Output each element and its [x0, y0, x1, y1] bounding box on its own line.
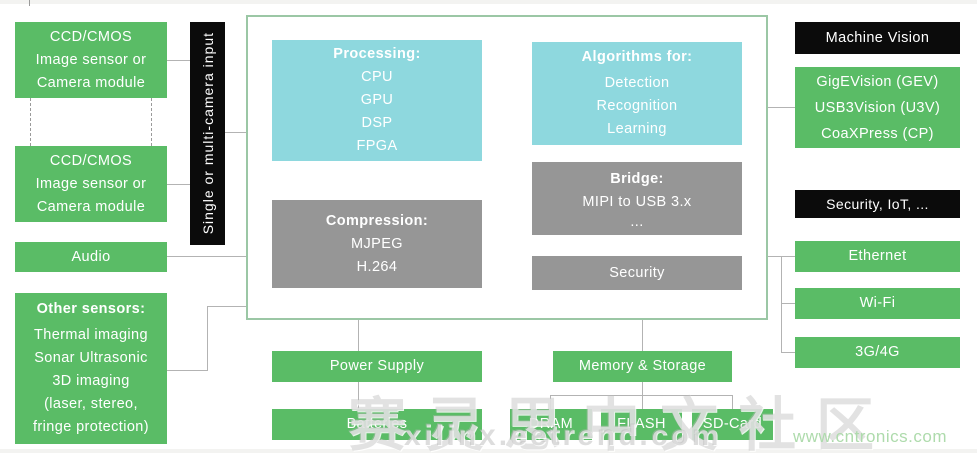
box-text-line: Image sensor or	[35, 51, 147, 68]
box-text-line: Security	[609, 264, 665, 281]
box-text-line: MJPEG	[351, 235, 403, 252]
box-title: Algorithms for:	[581, 49, 693, 65]
box-text-line: GigEVision (GEV)	[816, 73, 939, 90]
box-text-line: DRAM	[528, 416, 574, 432]
box-text-line: H.264	[356, 258, 398, 275]
box-text-line: CCD/CMOS	[49, 152, 133, 169]
box-text-line: FLASH	[617, 416, 666, 432]
power-supply-box: Power Supply	[272, 351, 482, 382]
box-text-line: (laser, stereo,	[44, 396, 138, 412]
dashed-line	[151, 98, 152, 146]
audio-box: Audio	[15, 242, 167, 272]
camera-input-bar-label: Single or multi-camera input	[199, 32, 216, 235]
other-sensors-box: Other sensors: Thermal imaging Sonar Ult…	[15, 293, 167, 444]
box-text-line: Learning	[607, 121, 667, 137]
machine-vision-label: Machine Vision	[795, 22, 960, 54]
connector-line	[781, 352, 795, 353]
connector-line	[550, 395, 551, 409]
box-text-line: SD-Card	[702, 416, 763, 432]
connector-line	[642, 320, 643, 351]
box-text-line: Camera module	[36, 74, 146, 91]
algorithms-box: Algorithms for: Detection Recognition Le…	[532, 42, 742, 145]
3g4g-box: 3G/4G	[795, 337, 960, 368]
box-text-line: Wi-Fi	[859, 295, 896, 311]
box-text-line: GPU	[360, 92, 394, 108]
box-text-line: Thermal imaging	[34, 327, 148, 343]
label-text: Machine Vision	[825, 29, 930, 46]
box-text-line: 3D imaging	[52, 373, 130, 389]
box-text-line: Camera module	[36, 198, 146, 215]
connector-line	[550, 395, 733, 396]
camera-input-bar: Single or multi-camera input	[190, 22, 225, 245]
box-title: Processing:	[333, 46, 421, 62]
box-text-line: Ethernet	[848, 248, 907, 264]
compression-box: Compression: MJPEG H.264	[272, 200, 482, 288]
box-text-line: Audio	[71, 248, 111, 265]
connector-line	[167, 256, 246, 257]
connector-line	[768, 107, 795, 108]
security-box: Security	[532, 256, 742, 290]
box-text-line: ...	[630, 213, 644, 230]
camera-module-box-1: CCD/CMOS Image sensor or Camera module	[15, 22, 167, 98]
connector-line	[207, 306, 246, 307]
connector-line	[167, 370, 207, 371]
camera-module-box-2: CCD/CMOS Image sensor or Camera module	[15, 146, 167, 222]
box-text-line: 3G/4G	[855, 344, 900, 360]
box-text-line: MIPI to USB 3.x	[582, 193, 692, 210]
box-title: Bridge:	[610, 170, 664, 187]
connector-line	[167, 60, 190, 61]
top-edge-strip	[0, 0, 977, 4]
bridge-box: Bridge: MIPI to USB 3.x ...	[532, 162, 742, 235]
box-text-line: Image sensor or	[35, 175, 147, 192]
box-text-line: Batteries	[346, 416, 408, 432]
box-text-line: DSP	[361, 115, 393, 131]
ethernet-box: Ethernet	[795, 241, 960, 272]
memory-storage-box: Memory & Storage	[553, 351, 732, 382]
box-text-line: CoaXPress (CP)	[821, 125, 934, 142]
wifi-box: Wi-Fi	[795, 288, 960, 319]
processing-box: Processing: CPU GPU DSP FPGA	[272, 40, 482, 161]
connector-line	[781, 303, 795, 304]
connector-line	[642, 395, 643, 409]
security-iot-label: Security, IoT, ...	[795, 190, 960, 218]
vision-standards-box: GigEVision (GEV) USB3Vision (U3V) CoaXPr…	[795, 67, 960, 148]
connector-line	[642, 382, 643, 395]
box-text-line: Memory & Storage	[578, 358, 707, 374]
connector-line	[781, 256, 782, 353]
dram-box: DRAM	[510, 409, 592, 440]
connector-line	[732, 395, 733, 409]
box-text-line: FPGA	[356, 138, 398, 154]
box-text-line: Detection	[604, 75, 670, 91]
bottom-edge-strip	[0, 449, 977, 453]
core-system-box	[246, 15, 768, 320]
box-text-line: CPU	[361, 69, 393, 85]
flash-box: FLASH	[601, 409, 682, 440]
connector-line	[358, 320, 359, 351]
connector-line	[167, 184, 190, 185]
box-text-line: Power Supply	[329, 358, 425, 374]
dashed-line	[29, 0, 30, 6]
box-text-line: USB3Vision (U3V)	[814, 99, 941, 116]
sd-card-box: SD-Card	[692, 409, 773, 440]
batteries-box: Batteries	[272, 409, 482, 440]
box-text-line: fringe protection)	[32, 419, 149, 435]
connector-line	[358, 382, 359, 409]
box-text-line: Sonar Ultrasonic	[34, 350, 148, 366]
box-text-line: CCD/CMOS	[49, 28, 133, 45]
label-text: Security, IoT, ...	[826, 195, 929, 212]
connector-line	[207, 306, 208, 371]
connector-line	[225, 132, 246, 133]
watermark-cntronics: www.cntronics.com	[793, 427, 947, 446]
box-text-line: Recognition	[596, 98, 678, 114]
box-title: Other sensors:	[36, 301, 146, 317]
dashed-line	[30, 98, 31, 146]
box-title: Compression:	[325, 212, 429, 229]
